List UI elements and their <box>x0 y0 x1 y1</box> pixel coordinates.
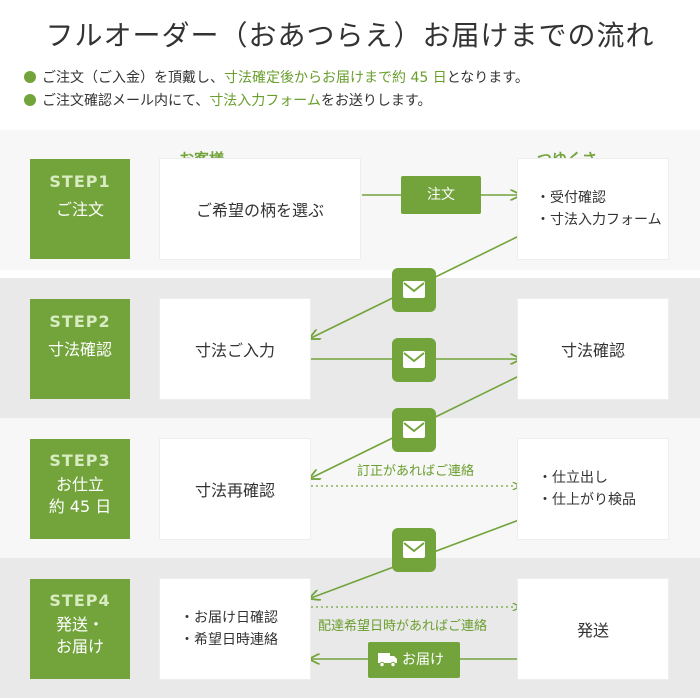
note-text: をお送りします。 <box>320 93 432 109</box>
shop-box-tailoring: ・仕立出し ・仕上がり検品 <box>518 439 668 539</box>
page-title: フルオーダー（おあつらえ）お届けまでの流れ <box>45 19 655 52</box>
box-label: ご希望の柄を選ぶ <box>195 201 324 220</box>
shop-box-receipt: ・受付確認 ・寸法入力フォーム <box>518 159 668 259</box>
list-item: ・希望日時連絡 <box>180 632 278 648</box>
box-list: ・お届け日確認 ・希望日時連絡 <box>180 607 278 651</box>
envelope-icon <box>392 338 436 382</box>
note-text: ご注文確認メール内にて、 <box>42 93 210 109</box>
customer-box-delivery-date: ・お届け日確認 ・希望日時連絡 <box>160 579 310 679</box>
step-number: STEP1 <box>49 172 111 191</box>
envelope-icon <box>392 528 436 572</box>
step4-badge: STEP4 発送・お届け <box>30 579 130 679</box>
list-item: ・仕上がり検品 <box>538 492 636 508</box>
list-item: ・受付確認 <box>536 190 606 206</box>
note-text: となります。 <box>446 70 529 86</box>
step3-badge: STEP3 お仕立約 45 日 <box>30 439 130 539</box>
shop-box-shipping: 発送 <box>518 579 668 679</box>
envelope-icon <box>392 268 436 312</box>
box-list: ・受付確認 ・寸法入力フォーム <box>536 187 662 231</box>
bullet-dot <box>24 71 36 83</box>
step1-badge: STEP1 ご注文 <box>30 159 130 259</box>
box-label: 寸法確認 <box>560 341 625 360</box>
delivery-request-label: 配達希望日時があればご連絡 <box>318 619 488 634</box>
truck-icon <box>378 653 397 667</box>
note-duration: ご注文（ご入金）を頂戴し、寸法確定後からお届けまで約 45 日となります。 <box>24 67 529 87</box>
delivery-tag: お届け <box>368 642 460 678</box>
box-list: ・仕立出し ・仕上がり検品 <box>538 467 636 511</box>
order-tag: 注文 <box>401 176 481 214</box>
step-number: STEP2 <box>49 312 111 331</box>
step-name: ご注文 <box>55 200 104 219</box>
note-text: ご注文（ご入金）を頂戴し、 <box>42 70 224 86</box>
step-number: STEP4 <box>49 591 111 610</box>
box-label: 発送 <box>576 621 609 640</box>
step-name: 発送・お届け <box>55 615 104 656</box>
box-label: 寸法ご入力 <box>194 341 275 360</box>
list-item: ・仕立出し <box>538 470 608 486</box>
note-highlight: 寸法確定後からお届けまで約 45 日 <box>224 70 447 86</box>
correction-label: 訂正があればご連絡 <box>357 464 475 479</box>
note-form: ご注文確認メール内にて、寸法入力フォームをお送りします。 <box>24 90 432 110</box>
list-item: ・寸法入力フォーム <box>536 212 662 228</box>
list-item: ・お届け日確認 <box>180 610 278 626</box>
customer-box-select-pattern: ご希望の柄を選ぶ <box>160 159 360 259</box>
step-number: STEP3 <box>49 451 111 470</box>
delivery-label: お届け <box>402 652 444 668</box>
envelope-icon <box>392 408 436 452</box>
step-name: お仕立約 45 日 <box>48 475 112 516</box>
step-name: 寸法確認 <box>47 340 112 359</box>
note-highlight: 寸法入力フォーム <box>209 93 321 109</box>
box-label: 寸法再確認 <box>194 481 275 500</box>
step2-badge: STEP2 寸法確認 <box>30 299 130 399</box>
customer-box-enter-size: 寸法ご入力 <box>160 299 310 399</box>
shop-box-confirm-size: 寸法確認 <box>518 299 668 399</box>
bullet-dot <box>24 94 36 106</box>
customer-box-reconfirm-size: 寸法再確認 <box>160 439 310 539</box>
